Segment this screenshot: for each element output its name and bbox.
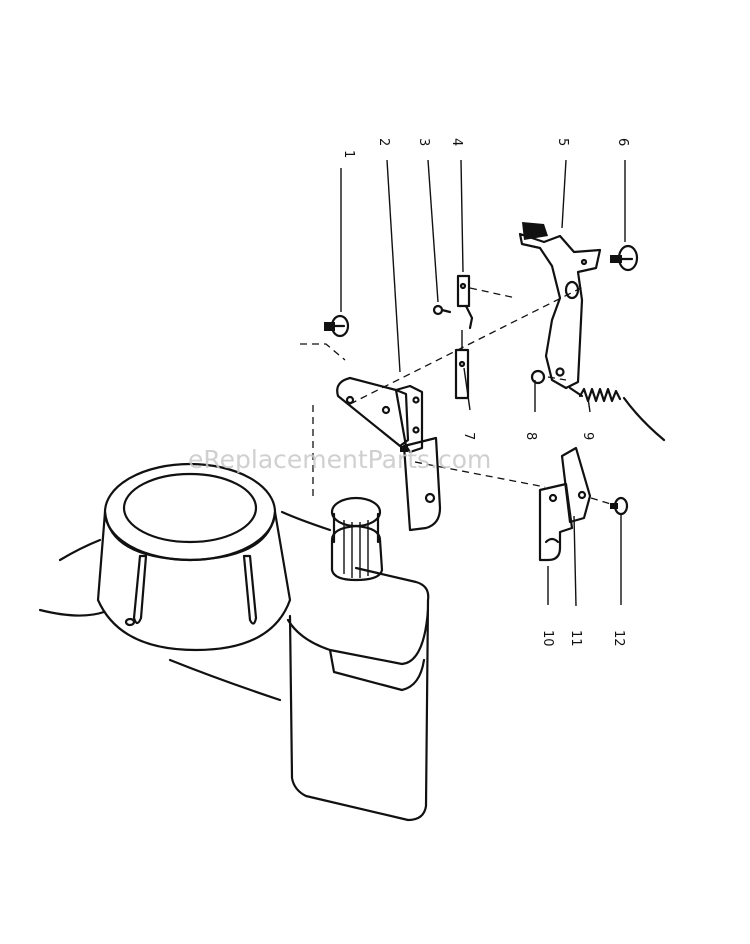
callout-11: 11 <box>568 630 583 647</box>
part-5-lever <box>518 222 602 390</box>
callout-12: 12 <box>611 630 626 647</box>
engine-housing <box>38 462 430 822</box>
callout-2: 2 <box>376 138 391 146</box>
part-12-screw <box>610 496 629 516</box>
part-1-screw <box>324 314 350 338</box>
part-6-screw <box>610 244 639 272</box>
callout-5: 5 <box>555 138 570 146</box>
part-3-screw <box>432 304 452 316</box>
part-8-nut <box>530 369 546 385</box>
part-2-bracket <box>336 376 442 532</box>
callout-6: 6 <box>615 138 630 146</box>
callout-4: 4 <box>449 138 464 146</box>
part-4-linkage <box>454 274 474 400</box>
callout-3: 3 <box>416 138 431 146</box>
part-10-11-plate <box>538 446 592 562</box>
part-9-spring <box>568 386 666 442</box>
callout-9: 9 <box>580 432 595 440</box>
watermark-text: eReplacementParts.com <box>188 445 491 474</box>
callout-8: 8 <box>523 432 538 440</box>
leader-lines <box>340 159 626 607</box>
callout-10: 10 <box>540 630 555 647</box>
callout-1: 1 <box>341 150 356 158</box>
callout-labels: 1 2 3 4 5 6 7 8 9 10 11 12 <box>341 138 630 647</box>
callout-7: 7 <box>461 432 476 440</box>
